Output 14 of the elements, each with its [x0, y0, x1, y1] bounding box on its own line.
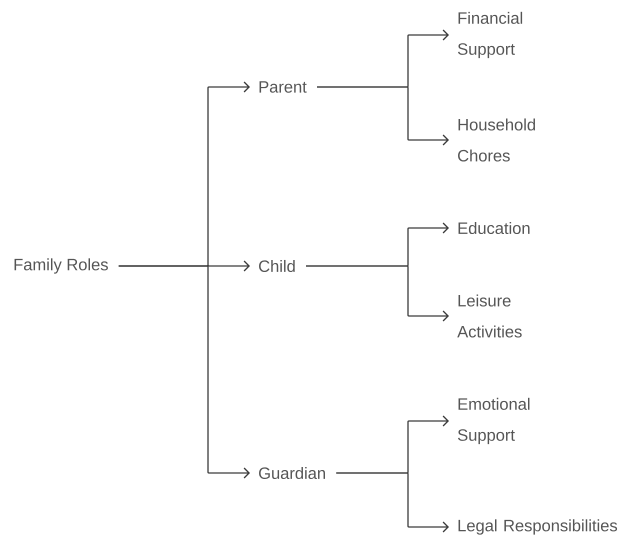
arrow [306, 265, 449, 322]
branch-label: Household Chores [458, 118, 535, 162]
branch-label: Parent [260, 81, 307, 93]
branch-label: Leisure Activities [457, 294, 522, 338]
branch-label: Financial Support [458, 12, 522, 58]
arrow [336, 472, 449, 532]
branch-label: Child [259, 260, 295, 272]
branch-label: Legal Responsibilities [458, 519, 618, 535]
branch-label: Emotional Support [458, 398, 530, 444]
branch-label: Guardian [259, 466, 325, 480]
root-label: Family Roles [14, 258, 108, 274]
branch-label: Education [458, 222, 530, 234]
arrow [118, 265, 250, 478]
arrow [317, 86, 449, 146]
